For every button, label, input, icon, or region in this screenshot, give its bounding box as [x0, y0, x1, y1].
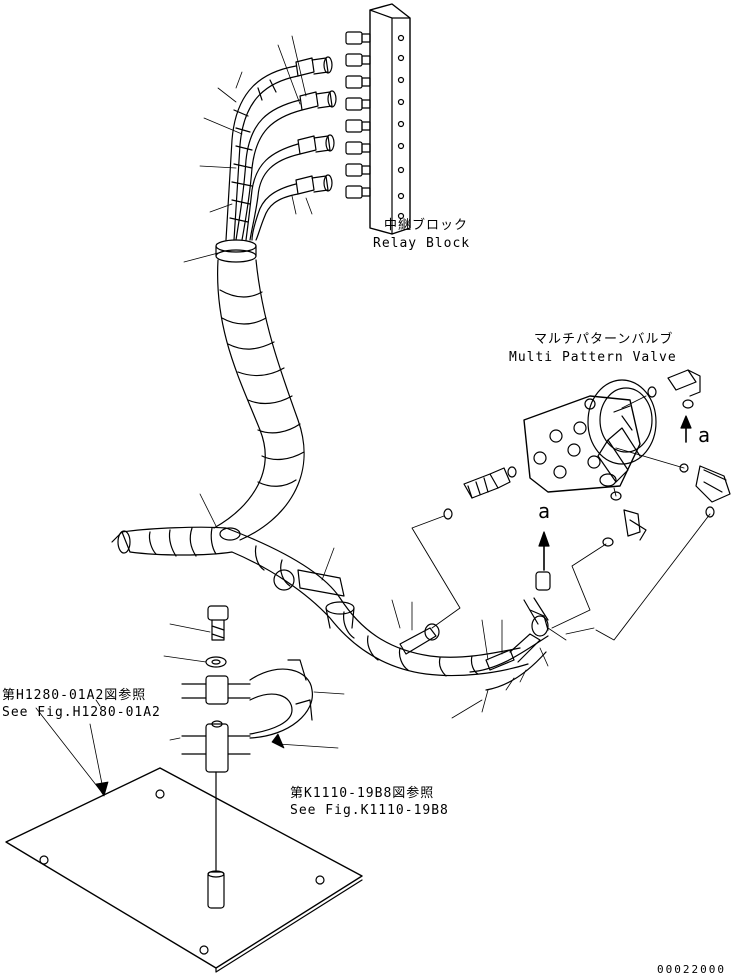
view-arrows: [538, 415, 692, 571]
hose-end-fittings: [295, 56, 337, 195]
drawing-number: 00022000: [657, 963, 726, 976]
valve-label-en: Multi Pattern Valve: [509, 350, 677, 365]
relay-block-label-jp: 中継ブロック: [384, 218, 469, 233]
standoff: [207, 771, 225, 909]
valve-hoses: [399, 571, 551, 691]
reference-h1280-jp: 第H1280-01A2図参照: [2, 688, 147, 703]
connection-lines: [411, 395, 711, 641]
upper-hoses: [225, 65, 303, 241]
relay-block: [345, 3, 411, 235]
lower-hose-run: [111, 526, 529, 677]
reference-k1110-jp: 第K1110-19B8図参照: [290, 786, 435, 801]
view-a-label-lower: a: [538, 499, 552, 523]
relay-block-fittings: [345, 31, 371, 199]
main-hose-bundle: [213, 259, 305, 541]
bundle-clamp: [215, 239, 257, 263]
reference-h1280-en: See Fig.H1280-01A2: [2, 705, 161, 720]
reference-k1110-en: See Fig.K1110-19B8: [290, 803, 449, 818]
valve-fittings: [443, 369, 731, 547]
leader-lines: [35, 35, 595, 797]
multi-pattern-valve: [523, 379, 657, 493]
hose-clamp-lower: [219, 527, 355, 629]
view-a-label-upper: a: [698, 423, 712, 447]
valve-label-jp: マルチパターンバルブ: [534, 332, 674, 347]
bolt-and-clamps: [181, 605, 313, 773]
relay-block-label-en: Relay Block: [373, 236, 471, 251]
base-plate: [5, 767, 363, 973]
